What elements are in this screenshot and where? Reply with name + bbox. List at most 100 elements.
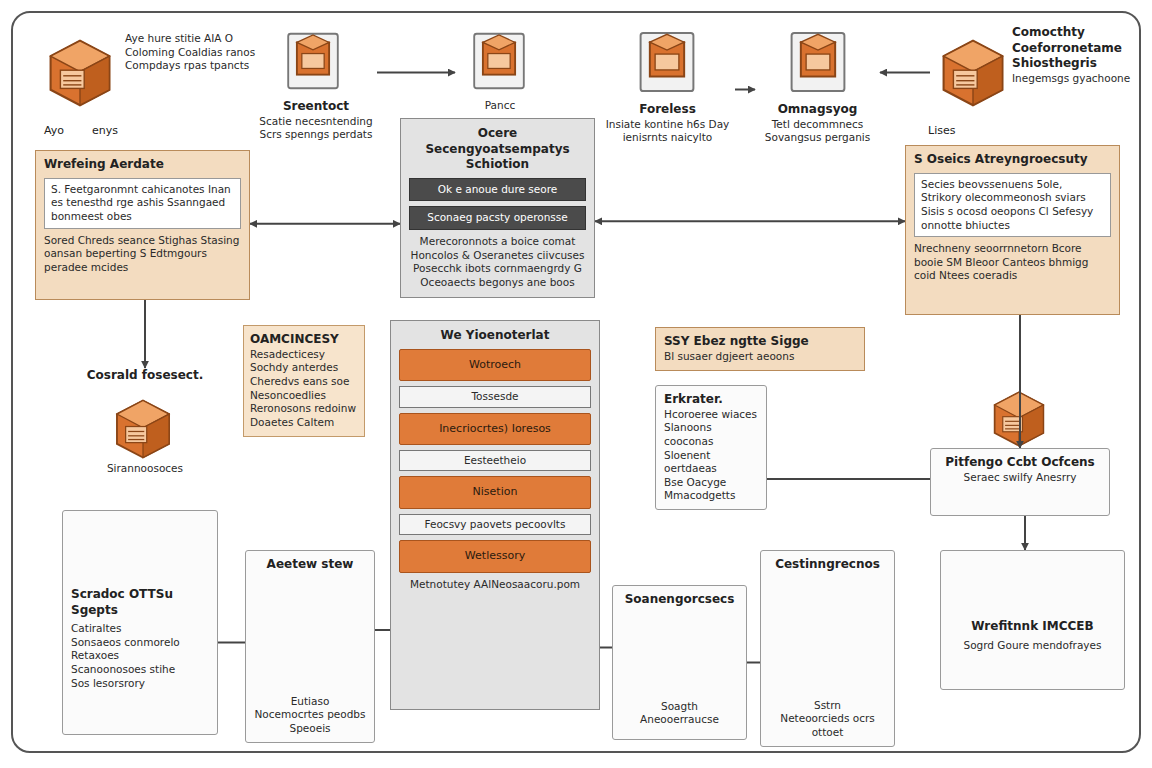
node-text: Bl susaer dgjeert aeoons — [664, 350, 856, 364]
node-text: Merecoronnots a boice comat Honcolos & O… — [409, 235, 586, 290]
node-heading: Soanengorcsecs — [621, 592, 738, 608]
note-label: enys — [92, 124, 118, 137]
node-text: Nocemocrtes peodbs Speoeis — [254, 708, 366, 735]
node-text: Retaxoes — [71, 649, 209, 663]
icon-node: Comocthty Coeforronetame ShiosthegrisIne… — [930, 25, 1140, 120]
node-text: Scanoonosoes stihe — [71, 663, 209, 677]
node-heading: Ocere Secengyoatsempatys Schiotion — [409, 126, 586, 173]
connector — [1024, 516, 1026, 550]
node-heading: Erkrater. — [664, 392, 758, 408]
node-text: Feocsvy paovets pecoovlts — [406, 518, 584, 532]
panel-box: SSY Ebez ngtte SiggeBl susaer dgjeert ae… — [655, 327, 865, 371]
node-text: Secies beovssenuens 5ole, Strikory oleco… — [921, 178, 1104, 233]
list-bar: Inecriocrtes) Ioresos — [399, 413, 591, 445]
node-heading: Foreless — [600, 102, 735, 118]
icon-node: SreentoctScatie necesntending Scrs spenn… — [255, 25, 377, 155]
node-text: Nisetion — [404, 485, 586, 499]
list-bar: Nisetion — [399, 476, 591, 508]
icon-node: OmnagsyogTetl decommnecs Sovangsus perga… — [755, 22, 880, 157]
connector — [218, 642, 245, 644]
node-text: Resadecticesy Sochdy anterdes Cheredvs e… — [250, 348, 358, 430]
cube-icon — [117, 400, 169, 457]
node-text: Bse Oacyge — [664, 476, 758, 490]
panel-box: Aeetew stewEutiasoNocemocrtes peodbs Spe… — [245, 550, 375, 743]
node-text: Ok e anoue dure seore — [414, 183, 581, 197]
node-text: Eesteetheio — [406, 454, 584, 468]
node-text: Aye hure stitie AIA O Coloming Coaldias … — [125, 32, 260, 73]
node-heading: S Oseics Atreyngroecsuty — [914, 152, 1111, 168]
panel-box: CestinngrecnosSstrnNeteoorcieds ocrs ott… — [760, 550, 895, 747]
note-label: Ayo — [44, 124, 64, 137]
node-text: Wotroech — [404, 358, 586, 372]
node-heading: Scradoc OTTSu Sgepts — [71, 587, 209, 618]
list-bar: Wotroech — [399, 349, 591, 381]
cube-icon — [51, 41, 110, 105]
list-bar: Tossesde — [399, 386, 591, 408]
panel-box: S Oseics AtreyngroecsutySecies beovssenu… — [905, 145, 1120, 315]
node-text: Tetl decommnecs Sovangsus perganis — [755, 118, 880, 145]
node-text: Soagth — [621, 700, 738, 714]
node-text: Hcoroeree wiaces — [664, 408, 758, 422]
node-heading: Aeetew stew — [254, 557, 366, 573]
panel-box: We YioenoterlatWotroechTossesdeInecriocr… — [390, 320, 600, 710]
node-text: Pancc — [455, 99, 545, 113]
node-text: Aneooerraucse — [621, 713, 738, 727]
node-text: Sored Chreds seance Stighas Stasing oans… — [44, 234, 241, 275]
node-text: Sonsaeos conmorelo — [71, 636, 209, 650]
node-text: Slanoons cooconas — [664, 421, 758, 448]
connector — [735, 89, 755, 91]
node-heading: Wrefeing Aerdate — [44, 157, 241, 173]
node-text: Tossesde — [406, 390, 584, 404]
frame — [12, 12, 1140, 752]
note-label: Lises — [928, 124, 955, 137]
connector — [144, 300, 146, 368]
node-text: Mmacodgetts — [664, 489, 758, 503]
panel-box: Ocere Secengyoatsempatys Schiotion Ok e a… — [400, 118, 595, 298]
node-text: Sos lesorsrory — [71, 677, 209, 691]
list-bar: Eesteetheio — [399, 450, 591, 472]
icon-node: Aye hure stitie AIA O Coloming Coaldias … — [125, 32, 260, 112]
icon-node: ForelessInsiate kontine h6s Day ienisrnt… — [600, 22, 735, 157]
connector — [250, 223, 400, 225]
icon-node: Cosrald fosesect.Sirannoosoces — [70, 368, 220, 506]
node-text: Seraec swilfy Anesrry — [939, 471, 1101, 485]
node-text: Insiate kontine h6s Day ienisrnts naicyl… — [600, 118, 735, 145]
node-text: S. Feetgaronmnt cahicanotes Inan es tene… — [51, 183, 234, 224]
icon-node: Pancc — [455, 25, 545, 120]
list-bar: Feocsvy paovets pecoovlts — [399, 514, 591, 536]
connector — [747, 662, 760, 664]
node-heading: Cestinngrecnos — [769, 557, 886, 573]
node-text: Sconaeg pacsty operonsse — [414, 211, 581, 225]
connector — [767, 478, 930, 480]
node-text: Sstrn — [769, 699, 886, 713]
node-heading: SSY Ebez ngtte Sigge — [664, 334, 856, 350]
node-text: Sloenent oertdaeas — [664, 449, 758, 476]
panel-box: SoanengorcsecsSoagthAneooerraucse — [612, 585, 747, 740]
node-text: Sirannoosoces — [70, 462, 220, 476]
doc-icon — [288, 34, 338, 89]
connector — [377, 72, 455, 74]
panel-box: Wrefeing Aerdate S. Feetgaronmnt cahicano… — [35, 150, 250, 300]
connector — [600, 647, 612, 649]
node-text: Scatie necesntending Scrs spenngs perdat… — [255, 115, 377, 142]
list-bar: Ok e anoue dure seore — [409, 178, 586, 202]
node-text: Wetlessory — [404, 549, 586, 563]
node-text: Eutiaso — [254, 695, 366, 709]
node-text: Neteoorcieds ocrs ottoet — [769, 712, 886, 739]
panel-box: OAMCINCESYResadecticesy Sochdy anterdes … — [243, 325, 365, 437]
node-text: Catiraltes — [71, 622, 209, 636]
panel-box: Secies beovssenuens 5ole, Strikory oleco… — [914, 173, 1111, 238]
panel-box: Erkrater.Hcoroeree wiacesSlanoons coocon… — [655, 385, 767, 510]
panel-box: S. Feetgaronmnt cahicanotes Inan es tene… — [44, 178, 241, 229]
node-text: Metnotutey AAlNeosaacoru.pom — [399, 578, 591, 592]
node-text: Inegemsgs gyachoone — [1012, 72, 1140, 86]
connector — [880, 72, 930, 74]
node-heading: OAMCINCESY — [250, 332, 358, 348]
panel-box: Wrefitnnk IMCCEBSogrd Goure mendofrayes — [940, 550, 1125, 690]
connector — [1019, 315, 1021, 448]
node-text: Inecriocrtes) Ioresos — [404, 422, 586, 436]
node-text: Nrechneny seoorrnnetorn Bcore booie SM B… — [914, 242, 1111, 283]
cube-icon — [944, 41, 1003, 105]
list-bar: Sconaeg pacsty operonsse — [409, 206, 586, 230]
doc-icon — [792, 33, 845, 91]
